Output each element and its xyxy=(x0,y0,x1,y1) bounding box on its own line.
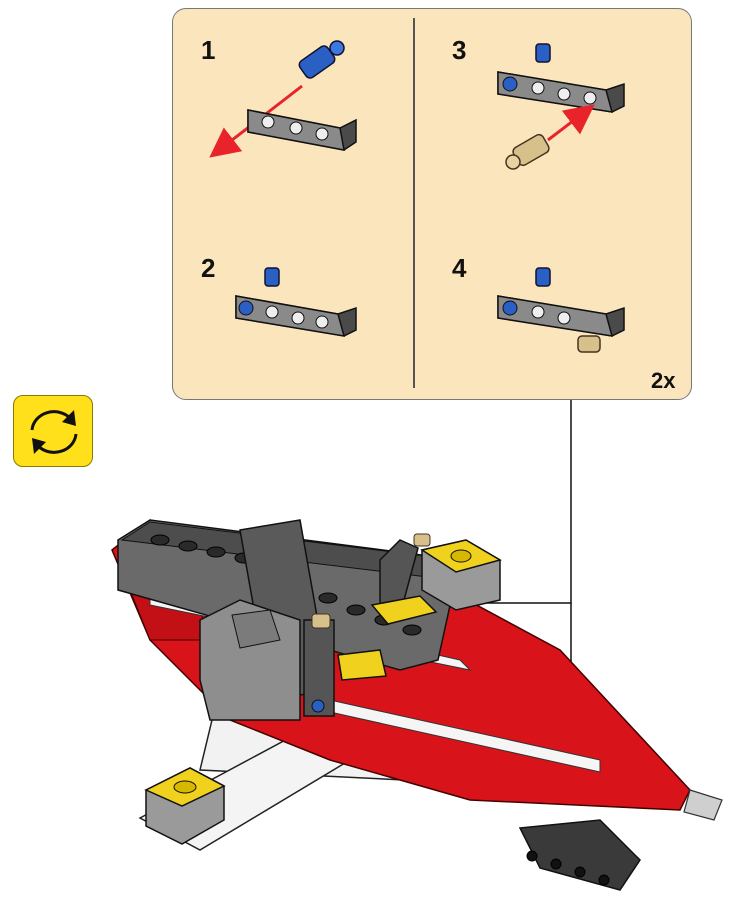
airplane-model xyxy=(112,520,722,890)
step3-beam-with-pin xyxy=(498,44,624,112)
step3-tan-pin xyxy=(506,133,551,169)
step2-beam-with-pin xyxy=(236,268,356,336)
step3-insert-arrow xyxy=(548,108,590,140)
step4-beam-with-pins xyxy=(498,268,624,352)
step1-blue-pin xyxy=(297,41,344,80)
step1-beam xyxy=(248,110,356,150)
